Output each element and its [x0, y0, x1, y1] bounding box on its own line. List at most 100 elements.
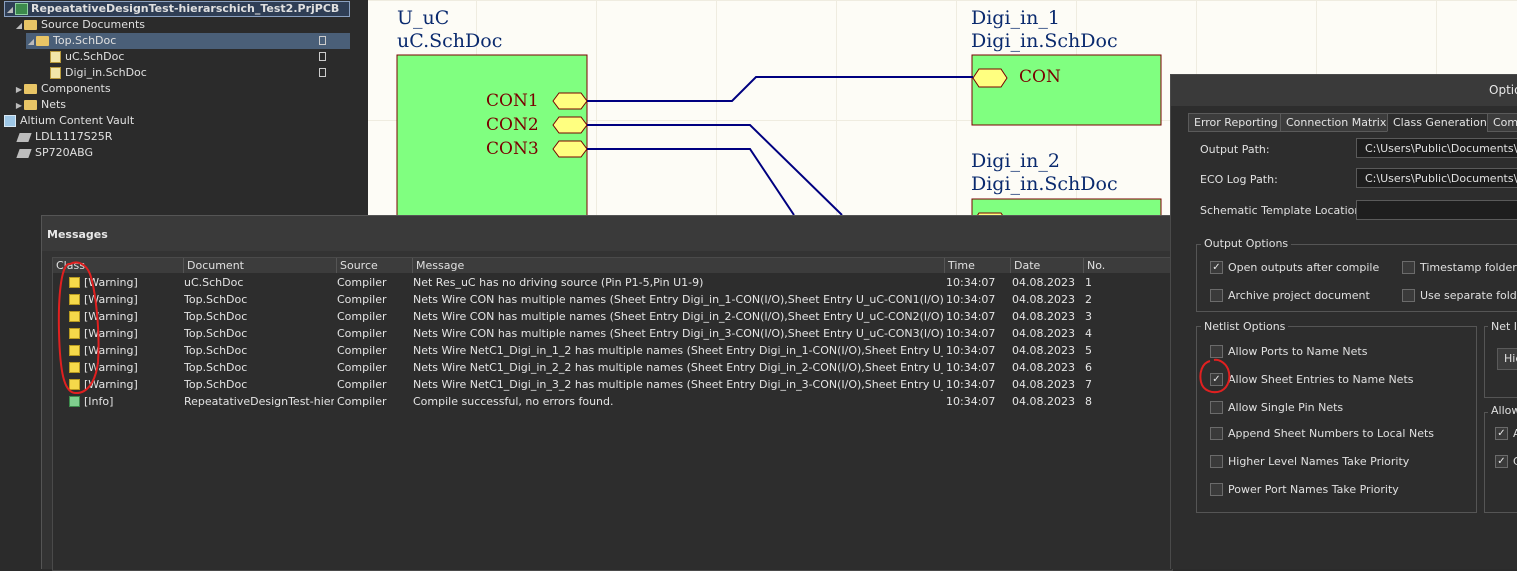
netlist-options-title: Netlist Options: [1201, 320, 1289, 333]
message-cell-no: 5: [1085, 344, 1092, 357]
netlist-option-checkbox[interactable]: [1210, 483, 1223, 496]
message-cell-date: 04.08.2023: [1012, 378, 1075, 391]
output-path-field[interactable]: C:\Users\Public\Documents\Al: [1356, 138, 1517, 158]
net-id-title: Net Id: [1488, 320, 1517, 333]
column-header-message[interactable]: Message: [413, 258, 945, 273]
uc-filename: uC.SchDoc: [397, 30, 503, 52]
message-cell-time: 10:34:07: [946, 276, 996, 289]
red-annotation-circle: [1199, 358, 1231, 394]
column-header-time[interactable]: Time: [945, 258, 1011, 273]
tree-part-sp720[interactable]: SP720ABG: [16, 145, 93, 161]
netlist-option-checkbox[interactable]: ✓: [1210, 373, 1223, 386]
netlist-option-checkbox[interactable]: [1210, 345, 1223, 358]
message-cell-src: Compiler: [337, 327, 387, 340]
allow-title: Allow: [1488, 404, 1517, 417]
document-page-icon: [319, 36, 326, 45]
sheet-symbol-digi-in-2[interactable]: [971, 198, 1162, 215]
sheet-entry-con3[interactable]: [552, 140, 588, 158]
message-cell-date: 04.08.2023: [1012, 276, 1075, 289]
net-id-scope-dropdown[interactable]: Hie: [1497, 348, 1517, 370]
warning-icon: [69, 294, 80, 305]
tree-nets-label: Nets: [41, 98, 67, 111]
tab-comparator[interactable]: Comp: [1487, 113, 1517, 132]
options-title-bar: Optio: [1171, 75, 1517, 106]
tab-class-generation[interactable]: Class Generation: [1387, 113, 1493, 132]
sheet-entry-digi2-con[interactable]: [973, 212, 1007, 215]
column-header-document[interactable]: Document: [184, 258, 337, 273]
tree-nets[interactable]: ▶ Nets: [14, 97, 66, 113]
open-outputs-label: Open outputs after compile: [1228, 261, 1380, 274]
allow-option-2-checkbox[interactable]: ✓: [1495, 455, 1508, 468]
message-cell-src: Compiler: [337, 310, 387, 323]
tree-source-documents[interactable]: ◢Source Documents: [14, 17, 145, 33]
sheet-folder-icon: [36, 36, 49, 46]
collapse-arrow-icon[interactable]: ◢: [27, 37, 35, 46]
column-header-source[interactable]: Source: [337, 258, 413, 273]
sheet-entry-con1[interactable]: [552, 92, 588, 110]
collapse-arrow-icon[interactable]: ◢: [6, 5, 14, 14]
collapse-arrow-icon[interactable]: ◢: [15, 21, 23, 30]
messages-table: Class Document Source Message Time Date …: [52, 257, 1173, 571]
timestamp-folder-checkbox[interactable]: [1402, 261, 1415, 274]
message-cell-cls: [Warning]: [84, 293, 138, 306]
message-cell-msg: Nets Wire CON has multiple names (Sheet …: [413, 293, 943, 306]
tree-content-vault[interactable]: Altium Content Vault: [4, 113, 134, 129]
tab-error-reporting[interactable]: Error Reporting: [1188, 113, 1284, 132]
sheet-symbol-uc[interactable]: [396, 54, 588, 215]
panel-splitter[interactable]: [356, 0, 368, 215]
netlist-option-checkbox[interactable]: [1210, 401, 1223, 414]
archive-project-label: Archive project document: [1228, 289, 1370, 302]
options-title: Optio: [1489, 83, 1517, 97]
column-header-date[interactable]: Date: [1011, 258, 1084, 273]
message-cell-msg: Nets Wire CON has multiple names (Sheet …: [413, 310, 943, 323]
wire-con1[interactable]: [587, 76, 973, 102]
netlist-option-checkbox[interactable]: [1210, 455, 1223, 468]
expand-arrow-icon[interactable]: ▶: [15, 101, 23, 110]
template-location-field[interactable]: [1356, 200, 1517, 220]
annotation-red-outline: [57, 261, 100, 395]
message-cell-doc: Top.SchDoc: [184, 327, 248, 340]
archive-project-checkbox[interactable]: [1210, 289, 1223, 302]
sheet-entry-digi1-con[interactable]: [972, 68, 1008, 88]
message-cell-time: 10:34:07: [946, 395, 996, 408]
tree-vault-label: Altium Content Vault: [20, 114, 135, 127]
digi2-designator: Digi_in_2: [971, 150, 1060, 172]
message-cell-src: Compiler: [337, 276, 387, 289]
tree-item-digi-schdoc[interactable]: Digi_in.SchDoc: [50, 65, 350, 81]
message-cell-msg: Nets Wire NetC1_Digi_in_3_2 has multiple…: [413, 378, 943, 391]
tab-connection-matrix[interactable]: Connection Matrix: [1280, 113, 1393, 132]
eco-log-field[interactable]: C:\Users\Public\Documents\Al: [1356, 168, 1517, 188]
tree-components[interactable]: ▶Components: [14, 81, 111, 97]
open-outputs-checkbox[interactable]: ✓: [1210, 261, 1223, 274]
tree-item-top-schdoc[interactable]: ◢Top.SchDoc: [26, 33, 350, 49]
messages-title: Messages: [42, 216, 1171, 251]
netlist-option-label: Allow Ports to Name Nets: [1228, 345, 1368, 358]
wire-con3[interactable]: [587, 148, 795, 215]
wire-con2[interactable]: [587, 124, 843, 215]
sheet-entry-con2[interactable]: [552, 116, 588, 134]
expand-arrow-icon[interactable]: ▶: [15, 85, 23, 94]
message-cell-time: 10:34:07: [946, 344, 996, 357]
message-cell-src: Compiler: [337, 395, 387, 408]
tree-item-uc-schdoc[interactable]: uC.SchDoc: [50, 49, 350, 65]
tree-part-ldl1117[interactable]: LDL1117S25R: [16, 129, 112, 145]
column-header-no[interactable]: No.: [1084, 258, 1172, 273]
document-page-icon: [319, 52, 326, 61]
allow-option-1-checkbox[interactable]: ✓: [1495, 427, 1508, 440]
sheet-symbol-digi-in-1[interactable]: [971, 54, 1162, 126]
project-tree-panel: ◢RepeatativeDesignTest-hierarschich_Test…: [0, 0, 356, 215]
tree-project-item[interactable]: ◢RepeatativeDesignTest-hierarschich_Test…: [4, 1, 350, 17]
separate-folder-checkbox[interactable]: [1402, 289, 1415, 302]
schdoc-icon: [50, 51, 61, 63]
netlist-option-checkbox[interactable]: [1210, 427, 1223, 440]
message-cell-doc: Top.SchDoc: [184, 310, 248, 323]
message-cell-cls: [Info]: [84, 395, 114, 408]
